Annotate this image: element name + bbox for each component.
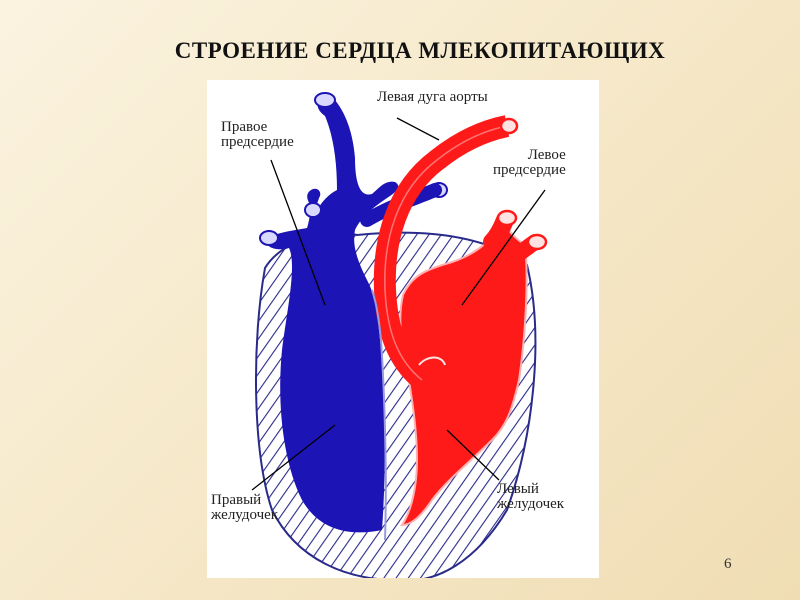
heart-drawing: [251, 92, 548, 578]
leader-left-ventricle: [446, 429, 500, 481]
right-heart-chamber: [267, 95, 399, 533]
heart-diagram: Левая дуга аорты Правое предсердие Левое…: [207, 80, 599, 578]
septum: [371, 289, 387, 541]
aorta-opening: [499, 117, 519, 135]
slide-title: СТРОЕНИЕ СЕРДЦА МЛЕКОПИТАЮЩИХ: [174, 38, 666, 63]
vein-opening-top: [304, 202, 322, 218]
superior-vena-cava-opening: [314, 92, 336, 108]
pulmonary-vein-opening-2: [526, 233, 548, 251]
leader-aortic-arch: [396, 117, 440, 141]
label-aortic-arch: Левая дуга аорты: [377, 89, 488, 105]
page-number: 6: [724, 556, 732, 572]
leader-right-atrium: [270, 159, 326, 306]
label-left-ventricle: Левый желудочек: [497, 481, 565, 512]
label-right-atrium: Правое предсердие: [221, 119, 294, 150]
leader-left-atrium: [461, 189, 546, 306]
label-left-atrium: Левое предсердие: [493, 147, 566, 178]
label-right-ventricle: Правый желудочек: [211, 492, 279, 523]
pulmonary-vein-opening-1: [496, 209, 518, 227]
aortic-valve: [418, 356, 446, 366]
leader-right-ventricle: [251, 424, 336, 491]
vein-opening-left: [259, 230, 279, 246]
